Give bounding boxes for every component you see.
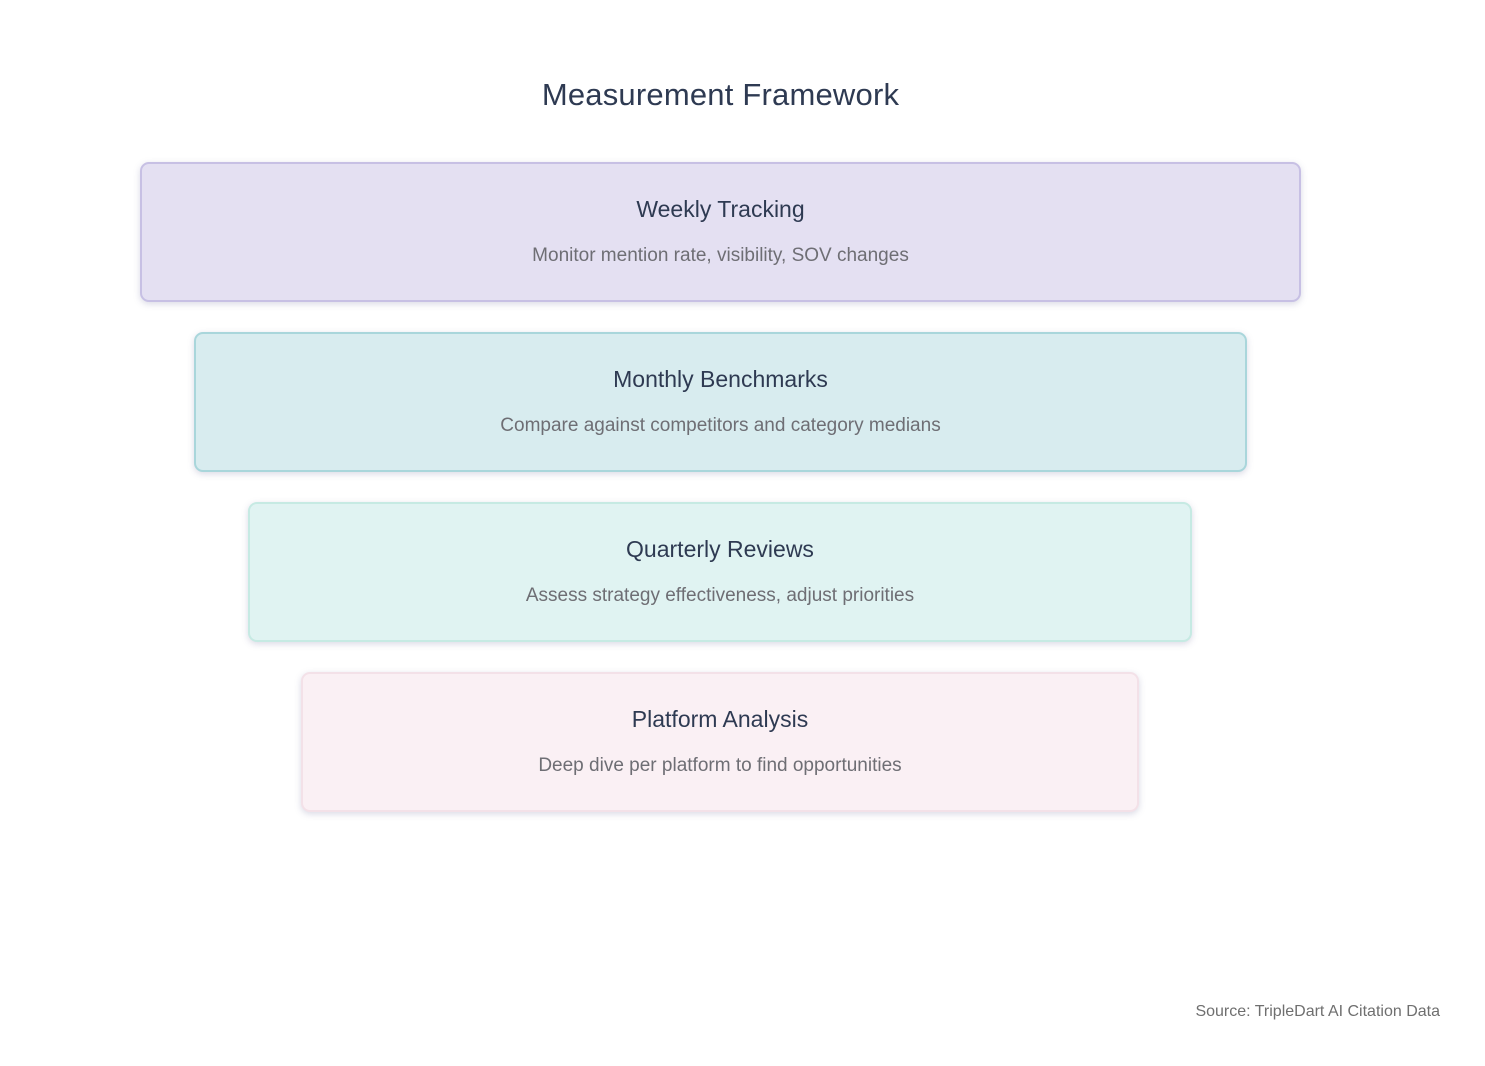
funnel-level-platform-analysis: Platform Analysis Deep dive per platform… (301, 672, 1139, 812)
source-attribution: Source: TripleDart AI Citation Data (1195, 1003, 1440, 1020)
level-title: Quarterly Reviews (626, 536, 814, 563)
level-description: Compare against competitors and category… (500, 414, 941, 436)
level-description: Monitor mention rate, visibility, SOV ch… (532, 244, 909, 266)
funnel-level-weekly-tracking: Weekly Tracking Monitor mention rate, vi… (140, 162, 1301, 302)
funnel-level-monthly-benchmarks: Monthly Benchmarks Compare against compe… (194, 332, 1247, 472)
level-title: Platform Analysis (631, 706, 809, 733)
level-description: Assess strategy effectiveness, adjust pr… (525, 584, 915, 606)
funnel-level-quarterly-reviews: Quarterly Reviews Assess strategy effect… (248, 502, 1192, 642)
page-title: Measurement Framework (541, 77, 900, 112)
level-title: Weekly Tracking (636, 196, 805, 223)
level-description: Deep dive per platform to find opportuni… (538, 754, 902, 776)
level-title: Monthly Benchmarks (613, 366, 828, 393)
